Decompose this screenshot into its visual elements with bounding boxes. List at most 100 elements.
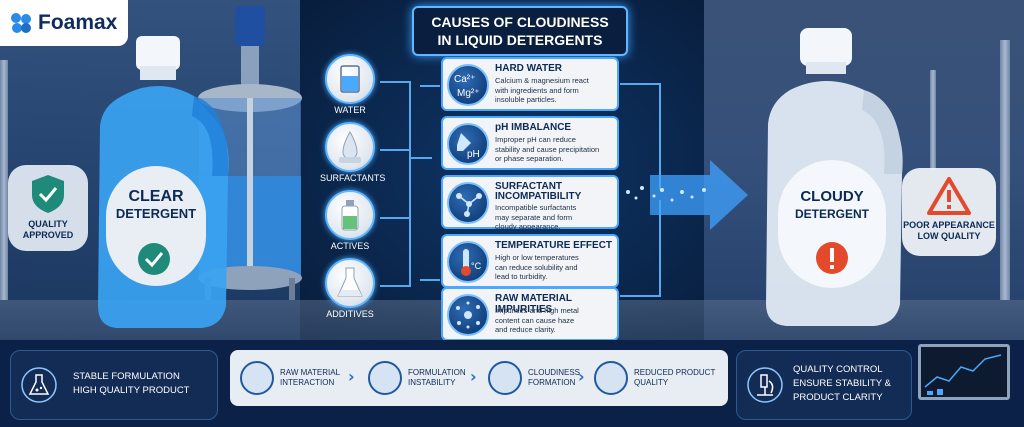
clear-detergent-bottle: CLEAR DETERGENT bbox=[92, 36, 232, 330]
droplet-flask-icon bbox=[325, 122, 375, 172]
beaker-water-icon bbox=[325, 54, 375, 104]
warning-line-1: POOR APPEARANCE bbox=[903, 220, 995, 230]
molecule-icon bbox=[447, 182, 489, 224]
cause-card-temperature-effect: °C TEMPERATURE EFFECT High or low temper… bbox=[441, 234, 619, 288]
title-line-2: IN LIQUID DETERGENTS bbox=[437, 32, 603, 48]
cause-desc-line: cloudy appearance. bbox=[495, 222, 561, 231]
step-line: QUALITY bbox=[634, 378, 669, 387]
chevron-right-icon: › bbox=[578, 367, 585, 386]
cause-desc-line: Improper pH can reduce bbox=[495, 135, 576, 144]
cause-desc-line: and reduce clarity. bbox=[495, 325, 556, 334]
thermometer-icon: °C bbox=[447, 241, 489, 283]
cause-title: TEMPERATURE EFFECT bbox=[495, 240, 613, 251]
cause-card-hard-water: Ca²⁺ Mg²⁺ HARD WATER Calcium & magnesium … bbox=[441, 57, 619, 111]
svg-text:Mg²⁺: Mg²⁺ bbox=[457, 88, 480, 99]
cause-desc-line: stability and cause precipitation bbox=[495, 144, 600, 154]
warning-triangle-icon bbox=[927, 177, 971, 215]
green-bottle-icon bbox=[325, 190, 375, 240]
ingredient-label: ADDITIVES bbox=[326, 309, 374, 319]
pipe bbox=[930, 70, 936, 170]
svg-text:°C: °C bbox=[471, 261, 482, 271]
cause-card-ph-imbalance: pH pH IMBALANCE Improper pH can reduce s… bbox=[441, 116, 619, 170]
poor-appearance-badge: POOR APPEARANCE LOW QUALITY bbox=[902, 168, 996, 256]
droplet-icon bbox=[240, 361, 274, 395]
microscope-icon bbox=[747, 367, 783, 403]
cloudy-label-line-1: CLOUDY bbox=[800, 188, 864, 205]
step-line: FORMULATION bbox=[408, 368, 466, 377]
flask-icon bbox=[21, 367, 57, 403]
quality-line-2: APPROVED bbox=[22, 230, 74, 240]
chevron-right-icon: › bbox=[470, 367, 477, 386]
step-line: FORMATION bbox=[528, 378, 576, 387]
chevron-right-icon: › bbox=[348, 367, 355, 386]
svg-text:pH: pH bbox=[467, 149, 480, 160]
cause-card-surfactant-incompatibility: SURFACTANT INCOMPATIBILITY Incompatible … bbox=[441, 175, 619, 231]
bottom-right-line-3: PRODUCT CLARITY bbox=[793, 392, 883, 403]
cause-desc-line: Impurities and high metal bbox=[495, 306, 579, 315]
cause-desc-line: lead to turbidity. bbox=[495, 272, 548, 281]
svg-text:Ca²⁺: Ca²⁺ bbox=[454, 74, 475, 85]
foamax-logo-icon bbox=[11, 13, 31, 33]
cause-title-2: INCOMPATIBILITY bbox=[495, 191, 582, 202]
bottom-right-line-1: QUALITY CONTROL bbox=[793, 364, 883, 375]
cause-desc-line: Incompatible surfactants bbox=[495, 203, 577, 212]
bottom-right-line-2: ENSURE STABILITY & bbox=[793, 378, 891, 389]
ca-mg-icon: Ca²⁺ Mg²⁺ bbox=[447, 64, 489, 106]
qc-monitor bbox=[918, 344, 1010, 400]
cause-desc-line: may separate and form bbox=[495, 212, 573, 222]
cause-card-raw-material-impurities: RAW MATERIAL IMPURITIES Impurities and h… bbox=[441, 287, 619, 341]
quality-line-1: QUALITY bbox=[28, 219, 68, 229]
cause-desc-line: can reduce solubility and bbox=[495, 262, 578, 272]
process-steps-panel: RAW MATERIAL INTERACTION › FORMULATION I… bbox=[230, 350, 728, 406]
pipe bbox=[0, 60, 8, 300]
cause-desc-line: or phase separation. bbox=[495, 154, 564, 163]
ingredient-label: SURFACTANTS bbox=[320, 173, 386, 183]
step-line: REDUCED PRODUCT bbox=[634, 368, 716, 377]
ingredient-surfactants: SURFACTANTS bbox=[320, 122, 386, 183]
ingredient-additives: ADDITIVES bbox=[320, 258, 380, 319]
cause-desc-line: insoluble particles. bbox=[495, 95, 557, 104]
cause-desc-line: Calcium & magnesium react bbox=[495, 76, 589, 85]
cause-title: pH IMBALANCE bbox=[495, 122, 572, 133]
cause-title: HARD WATER bbox=[495, 63, 563, 74]
quality-control-panel: QUALITY CONTROL ENSURE STABILITY & PRODU… bbox=[736, 350, 912, 420]
step-reduced-product-quality: REDUCED PRODUCT QUALITY bbox=[594, 356, 715, 400]
cause-title: RAW MATERIAL IMPURITIES bbox=[495, 293, 572, 315]
declining-chart-icon bbox=[594, 361, 628, 395]
brand-logo[interactable]: Foamax bbox=[0, 0, 128, 46]
stable-formulation-panel: STABLE FORMULATION HIGH QUALITY PRODUCT bbox=[10, 350, 218, 420]
ingredient-actives: ACTIVES bbox=[320, 190, 380, 251]
particles-icon bbox=[488, 361, 522, 395]
cloudy-label-line-2: DETERGENT bbox=[794, 207, 869, 221]
brand-name: Foamax bbox=[38, 11, 118, 34]
cause-desc-line: with ingredients and form bbox=[495, 85, 579, 95]
ingredient-label: WATER bbox=[334, 105, 366, 115]
ingredient-water: WATER bbox=[320, 54, 380, 115]
flask-icon bbox=[325, 258, 375, 308]
infographic-title: CAUSES OF CLOUDINESS IN LIQUID DETERGENT… bbox=[412, 6, 628, 56]
title-line-1: CAUSES OF CLOUDINESS bbox=[431, 14, 609, 30]
cause-desc-line: content can cause haze bbox=[495, 315, 575, 325]
step-line: INSTABILITY bbox=[408, 378, 456, 387]
clear-label-line-2: DETERGENT bbox=[115, 206, 197, 221]
step-line: INTERACTION bbox=[280, 378, 335, 387]
particles-icon bbox=[447, 294, 489, 336]
alert-icon bbox=[816, 242, 848, 274]
warning-line-2: LOW QUALITY bbox=[917, 231, 981, 241]
cause-title: SURFACTANT bbox=[495, 181, 563, 192]
step-raw-material-interaction: RAW MATERIAL INTERACTION bbox=[240, 356, 340, 400]
clear-label-line-1: CLEAR bbox=[128, 188, 184, 205]
ph-dropper-icon: pH bbox=[447, 123, 489, 165]
step-formulation-instability: FORMULATION INSTABILITY bbox=[368, 356, 466, 400]
pipe bbox=[1000, 40, 1010, 300]
step-line: CLOUDINESS bbox=[528, 368, 581, 377]
flow-connectors bbox=[380, 81, 748, 297]
cause-desc-line: High or low temperatures bbox=[495, 253, 579, 262]
bottom-left-line-1: STABLE FORMULATION bbox=[73, 371, 180, 382]
ingredient-label: ACTIVES bbox=[330, 241, 370, 251]
bottom-left-line-2: HIGH QUALITY PRODUCT bbox=[73, 385, 190, 396]
checkmark-icon bbox=[138, 243, 170, 275]
shield-check-icon bbox=[32, 175, 64, 213]
emulsion-icon bbox=[368, 361, 402, 395]
cloudy-detergent-bottle: CLOUDY DETERGENT bbox=[760, 28, 910, 328]
